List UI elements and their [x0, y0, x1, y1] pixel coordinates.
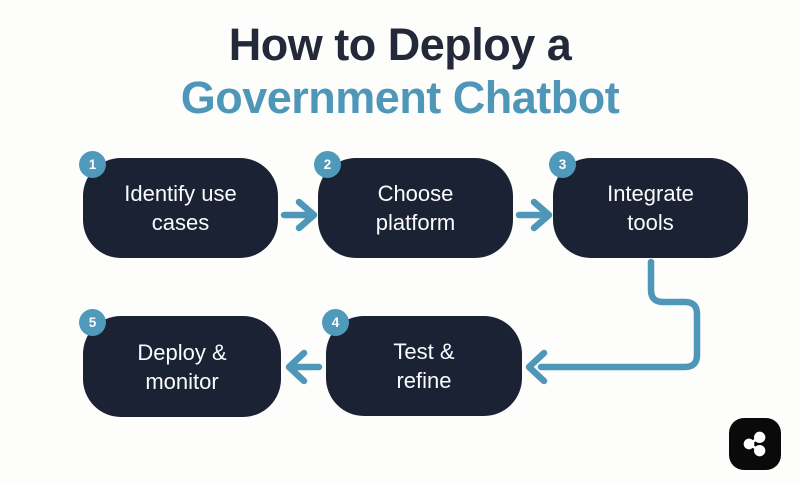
step-number-badge: 3 — [549, 151, 576, 178]
step-number-badge: 2 — [314, 151, 341, 178]
step-label-line2: tools — [627, 210, 674, 235]
step-label-line2: cases — [151, 210, 210, 235]
title-line-accent: Government Chatbot — [180, 72, 620, 123]
arrow-left-step4-step5-icon — [285, 349, 323, 385]
step-label-line2: refine — [396, 368, 452, 393]
step-label: Deploy & monitor — [137, 338, 226, 396]
step-box-test-refine: 4 Test & refine — [322, 309, 522, 416]
step-box-identify-use-cases: 1 Identify use cases — [79, 151, 278, 258]
step-label: Test & refine — [393, 337, 454, 395]
step-label-line1: Choose — [377, 181, 454, 206]
arrow-right-step1-step2-icon — [280, 198, 318, 232]
step-label-line2: platform — [375, 210, 456, 235]
step-number-badge: 1 — [79, 151, 106, 178]
step-label-line2: monitor — [145, 368, 219, 394]
step-label-line1: Integrate — [607, 181, 694, 206]
step-number-badge: 4 — [322, 309, 349, 336]
page-title: How to Deploy a Government Chatbot — [0, 18, 800, 124]
share-network-icon — [743, 431, 766, 457]
step-box-deploy-monitor: 5 Deploy & monitor — [79, 309, 281, 417]
step-box-integrate-tools: 3 Integrate tools — [549, 151, 748, 258]
step-label-line1: Test & — [393, 339, 455, 364]
title-line-dark: How to Deploy a — [228, 19, 572, 70]
step-label: Identify use cases — [124, 179, 237, 237]
step-label: Integrate tools — [607, 179, 694, 237]
step-number-badge: 5 — [79, 309, 106, 336]
step-box-choose-platform: 2 Choose platform — [314, 151, 513, 258]
arrow-right-step2-step3-icon — [515, 198, 553, 232]
share-button[interactable] — [729, 418, 781, 470]
step-label-line1: Identify use — [124, 181, 237, 206]
elbow-connector-step3-step4-icon — [525, 258, 701, 385]
step-label: Choose platform — [376, 179, 455, 237]
step-label-line1: Deploy & — [137, 339, 227, 365]
